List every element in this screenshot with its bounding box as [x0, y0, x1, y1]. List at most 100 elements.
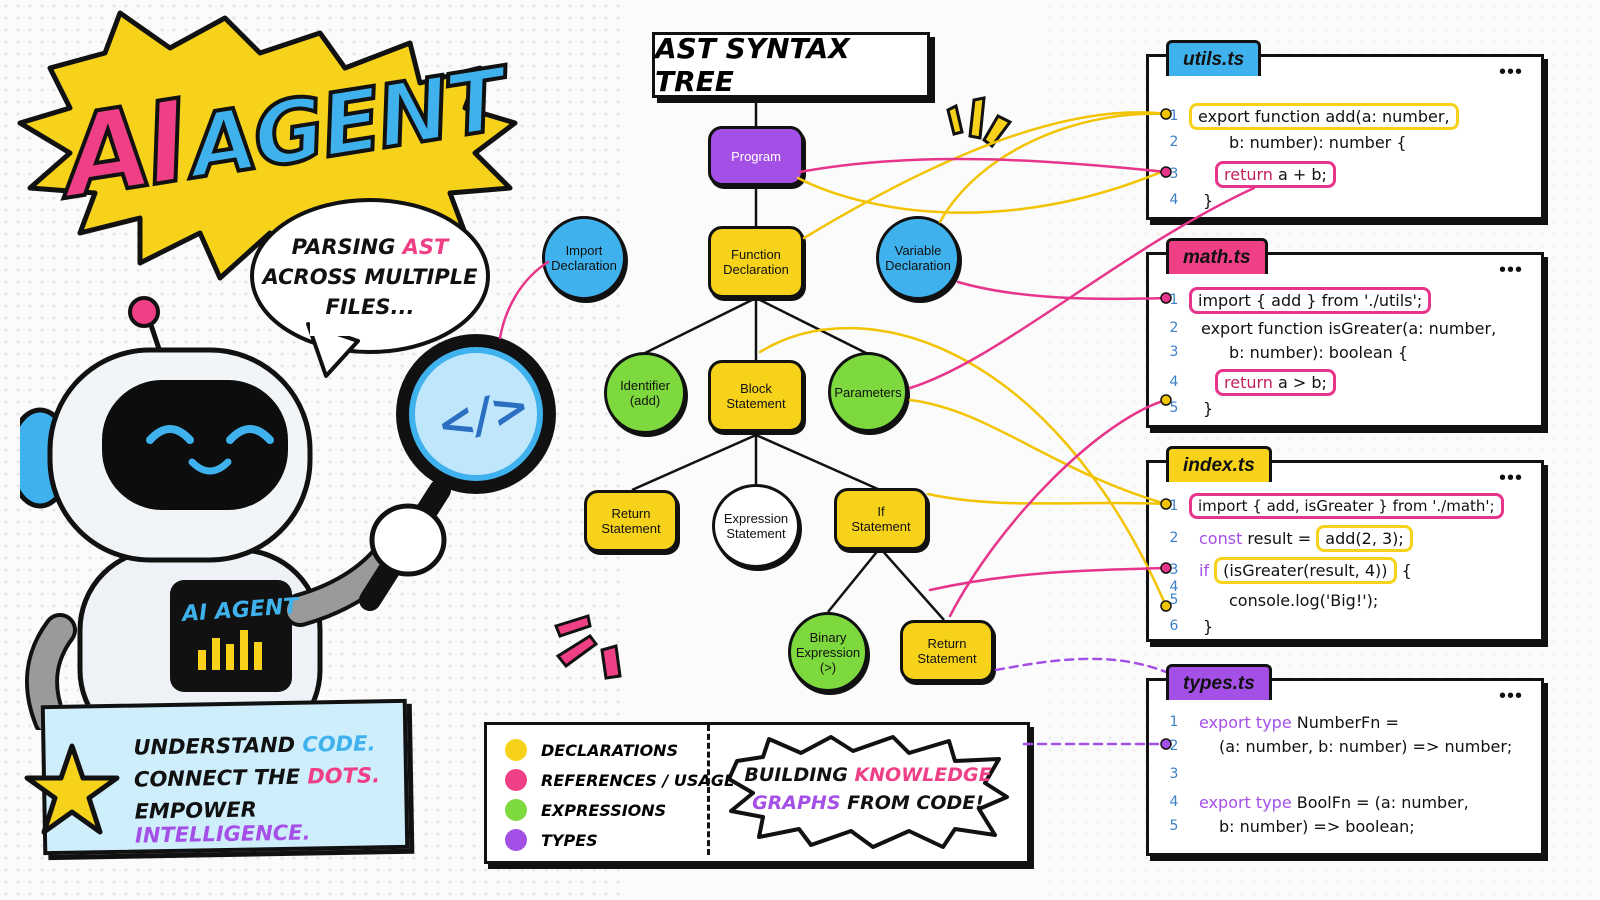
node-return-statement-1[interactable]: Return Statement — [584, 490, 678, 552]
types-code-2: (a: number, b: number) => number; — [1219, 736, 1513, 756]
tab-math-label: math.ts — [1183, 246, 1251, 268]
line-number: 5 — [1169, 592, 1179, 608]
line-number: 4 — [1169, 794, 1179, 810]
tagline-3b: INTELLIGENCE. — [134, 820, 311, 848]
legend-item-types: TYPES — [505, 827, 598, 853]
banner-b: KNOWLEDGE — [854, 764, 992, 786]
tagline-2a: CONNECT THE — [133, 764, 308, 792]
index-code-3-hl: (isGreater(result, 4)) — [1214, 556, 1397, 584]
tagline-3a: EMPOWER — [134, 797, 257, 824]
tab-math-ts[interactable]: math.ts — [1166, 238, 1268, 274]
index-code-5: console.log('Big!'); — [1229, 590, 1379, 610]
line-number: 1 — [1169, 498, 1179, 514]
types-code-4-rest: BoolFn = (a: number, — [1291, 792, 1469, 812]
index-code-3: if (isGreater(result, 4)) { — [1199, 556, 1412, 584]
tree-title: AST SYNTAX TREE — [652, 32, 930, 98]
utils-menu-icon[interactable]: ••• — [1498, 61, 1523, 83]
node-import-declaration[interactable]: Import Declaration — [542, 216, 626, 300]
legend-dot-declarations — [505, 739, 527, 761]
types-code-1: export type NumberFn = — [1199, 713, 1399, 732]
speech-text-after: ACROSS MULTIPLE FILES... — [262, 265, 478, 319]
tagline-2b: DOTS. — [307, 763, 381, 789]
line-number: 2 — [1169, 134, 1179, 150]
index-menu-icon[interactable]: ••• — [1498, 467, 1523, 489]
index-line-5: 5 console.log('Big!'); — [1149, 587, 1541, 613]
node-variable-declaration[interactable]: Variable Declaration — [876, 216, 960, 300]
tab-types-ts[interactable]: types.ts — [1166, 664, 1272, 700]
line-number: 1 — [1169, 714, 1179, 730]
banner-d: FROM CODE! — [840, 792, 984, 814]
tab-types-label: types.ts — [1183, 672, 1255, 694]
speech-text-before: PARSING — [291, 235, 403, 259]
tagline-1a: UNDERSTAND — [133, 732, 303, 760]
utils-line-4: 4} — [1149, 187, 1541, 213]
index-code-2-mid: result = — [1242, 528, 1317, 548]
index-code-2-hl: add(2, 3); — [1316, 524, 1413, 552]
types-code-1-rest: NumberFn = — [1291, 712, 1399, 732]
index-keyword-if: if — [1199, 560, 1210, 580]
math-code-4-rest: a > b; — [1272, 372, 1327, 392]
types-line-1: 1 export type NumberFn = — [1149, 709, 1541, 735]
types-keyword-4: export type — [1199, 792, 1292, 812]
math-code-1: import { add } from './utils'; — [1189, 286, 1432, 314]
utils-code-1: export function add(a: number, — [1189, 102, 1459, 130]
speech-bubble-text: PARSING AST ACROSS MULTIPLE FILES... — [262, 232, 478, 322]
legend-dot-expressions — [505, 799, 527, 821]
index-code-3-end: { — [1396, 560, 1412, 580]
types-menu-icon[interactable]: ••• — [1498, 685, 1523, 707]
tab-index-ts[interactable]: index.ts — [1166, 446, 1272, 482]
legend-burst-shape — [727, 735, 1009, 849]
math-menu-icon[interactable]: ••• — [1498, 259, 1523, 281]
types-line-4: 4 export type BoolFn = (a: number, — [1149, 789, 1541, 815]
line-number: 4 — [1169, 374, 1179, 390]
line-number: 3 — [1169, 766, 1179, 782]
tagline-1b: CODE. — [302, 731, 376, 757]
tab-utils-ts[interactable]: utils.ts — [1166, 40, 1262, 76]
node-return-statement-2[interactable]: Return Statement — [900, 620, 994, 682]
types-line-3: 3 — [1149, 761, 1541, 787]
legend-item-declarations: DECLARATIONS — [505, 737, 678, 763]
node-if-statement[interactable]: If Statement — [834, 488, 928, 550]
types-code-4: export type BoolFn = (a: number, — [1199, 793, 1469, 812]
index-code-2: const result = add(2, 3); — [1199, 524, 1413, 552]
legend: DECLARATIONS REFERENCES / USAGE EXPRESSI… — [484, 722, 1030, 864]
node-expression-statement[interactable]: Expression Statement — [712, 484, 800, 568]
math-line-4: 4 return a > b; — [1149, 368, 1541, 396]
node-parameters[interactable]: Parameters — [828, 352, 908, 432]
math-keyword-return: return — [1224, 372, 1273, 392]
robot-illustration — [20, 296, 556, 730]
math-code-5: } — [1203, 398, 1214, 418]
node-identifier[interactable]: Identifier (add) — [604, 352, 686, 434]
legend-label-references: REFERENCES / USAGE — [541, 770, 735, 790]
legend-label-declarations: DECLARATIONS — [541, 740, 679, 760]
utils-code-3: return a + b; — [1215, 160, 1336, 188]
index-line-6: 6} — [1149, 613, 1541, 639]
legend-divider — [707, 725, 710, 855]
line-number: 5 — [1169, 818, 1179, 834]
line-number: 4 — [1169, 192, 1179, 208]
legend-label-expressions: EXPRESSIONS — [541, 800, 667, 820]
utils-keyword-return: return — [1224, 164, 1273, 184]
index-code-6: } — [1203, 616, 1214, 636]
types-keyword-1: export type — [1199, 712, 1292, 732]
node-block-statement[interactable]: Block Statement — [708, 360, 804, 432]
index-line-4: 4 — [1149, 579, 1541, 595]
node-binary-expression[interactable]: Binary Expression (>) — [788, 612, 868, 692]
node-function-declaration[interactable]: Function Declaration — [708, 226, 804, 298]
tagline-line-3: EMPOWER INTELLIGENCE. — [134, 795, 405, 848]
line-number: 6 — [1169, 618, 1179, 634]
math-code-4: return a > b; — [1215, 368, 1336, 396]
node-program[interactable]: Program — [708, 126, 804, 186]
utils-code-4: } — [1203, 190, 1214, 210]
tagline-line-2: CONNECT THE DOTS. — [134, 763, 380, 791]
